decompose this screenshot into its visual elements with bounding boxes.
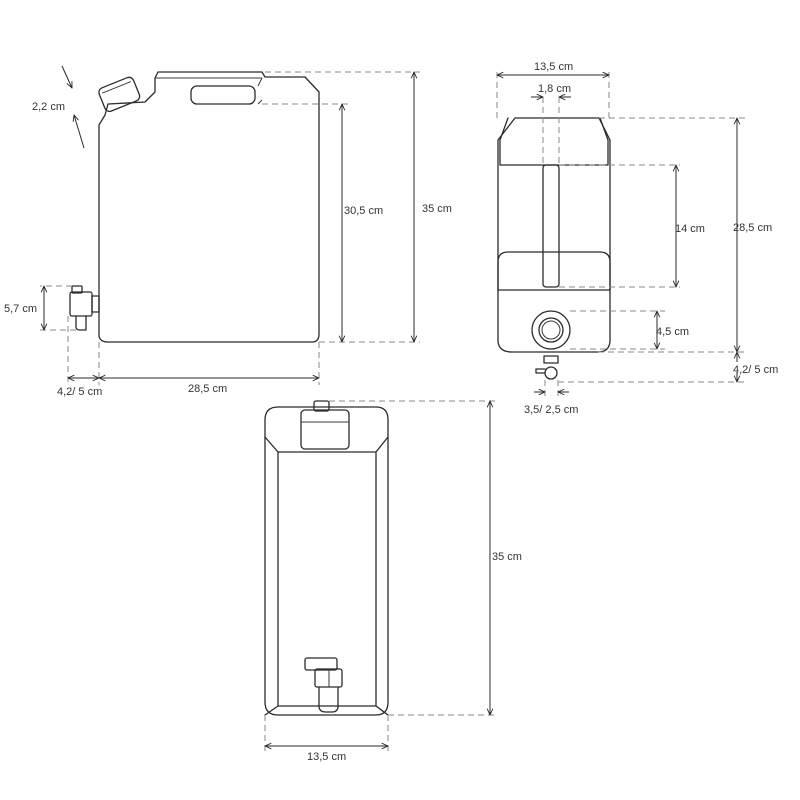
side-tap	[69, 285, 100, 331]
end-tap-spout	[535, 355, 559, 380]
side-body-outline	[98, 71, 320, 343]
side-view	[40, 65, 420, 385]
front-body-outline	[264, 406, 389, 716]
label-side-cap-thickness: 2,2 cm	[32, 101, 65, 113]
label-end-tap-depth: 4,2/ 5 cm	[733, 364, 778, 376]
end-view	[497, 72, 745, 396]
label-front-width: 13,5 cm	[307, 751, 346, 763]
label-end-width: 13,5 cm	[534, 61, 573, 73]
end-tap-ring	[531, 310, 571, 350]
front-filler-cap	[300, 400, 350, 450]
label-end-tap-width: 3,5/ 2,5 cm	[524, 404, 578, 416]
label-side-tap-height: 5,7 cm	[4, 303, 37, 315]
label-end-body-height: 28,5 cm	[733, 222, 772, 234]
end-handle	[542, 164, 560, 288]
label-side-tap-depth: 4,2/ 5 cm	[57, 386, 102, 398]
dimension-labels: 2,2 cm 30,5 cm 35 cm 5,7 cm 4,2/ 5 cm 28…	[4, 61, 778, 763]
side-handle	[190, 85, 256, 105]
label-side-width: 28,5 cm	[188, 383, 227, 395]
label-front-height: 35 cm	[492, 551, 522, 563]
front-tap	[304, 657, 343, 713]
side-filler-cap	[98, 76, 141, 113]
end-body-outline	[497, 117, 611, 353]
label-end-tap-diameter: 4,5 cm	[656, 326, 689, 338]
label-end-handle-width: 1,8 cm	[538, 83, 571, 95]
front-view	[265, 401, 498, 755]
label-end-recess-height: 14 cm	[675, 223, 705, 235]
end-lower-recess	[497, 251, 611, 291]
front-panel	[264, 436, 389, 716]
end-upper-recess	[499, 117, 609, 166]
label-side-total-height: 35 cm	[422, 203, 452, 215]
label-side-inner-height: 30,5 cm	[344, 205, 383, 217]
